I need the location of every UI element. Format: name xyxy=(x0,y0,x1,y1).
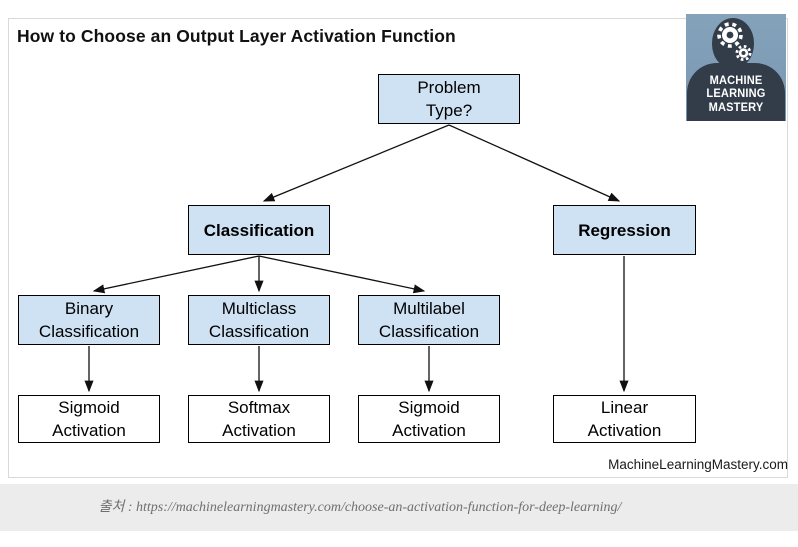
silhouette-head xyxy=(712,18,754,69)
node-sigmoid-activation-2: Sigmoid Activation xyxy=(358,395,500,443)
node-classification: Classification xyxy=(188,205,330,255)
logo-line-machine: MACHINE xyxy=(709,72,763,87)
logo-wordmark: MACHINE LEARNING MASTERY xyxy=(690,72,782,115)
edge-problem-to-classification xyxy=(262,124,450,202)
node-softmax-activation: Softmax Activation xyxy=(188,395,330,443)
node-multilabel-classification: Multilabel Classification xyxy=(358,295,500,345)
source-caption: 출처 : https://machinelearningmastery.com/… xyxy=(98,500,622,515)
edge-problem-to-regression xyxy=(448,124,621,202)
logo-line-learning: LEARNING xyxy=(706,86,766,100)
gears-icon xyxy=(717,22,752,62)
machine-learning-mastery-logo: MACHINE LEARNING MASTERY xyxy=(686,14,786,121)
node-binary-classification: Binary Classification xyxy=(18,295,160,345)
node-regression: Regression xyxy=(553,205,696,255)
logo-line-mastery: MASTERY xyxy=(708,99,764,114)
node-linear-activation: Linear Activation xyxy=(553,395,696,443)
source-bar: 출처 : https://machinelearningmastery.com/… xyxy=(0,484,798,531)
edge-classification-to-multilabel xyxy=(258,255,426,294)
node-sigmoid-activation-1: Sigmoid Activation xyxy=(18,395,160,443)
node-problem-type: Problem Type? xyxy=(378,74,520,124)
silhouette-shoulders xyxy=(687,63,785,121)
edge-classification-to-binary xyxy=(92,255,260,294)
node-multiclass-classification: Multiclass Classification xyxy=(188,295,330,345)
watermark-text: MachineLearningMastery.com xyxy=(608,457,788,472)
page-title: How to Choose an Output Layer Activation… xyxy=(17,26,456,46)
